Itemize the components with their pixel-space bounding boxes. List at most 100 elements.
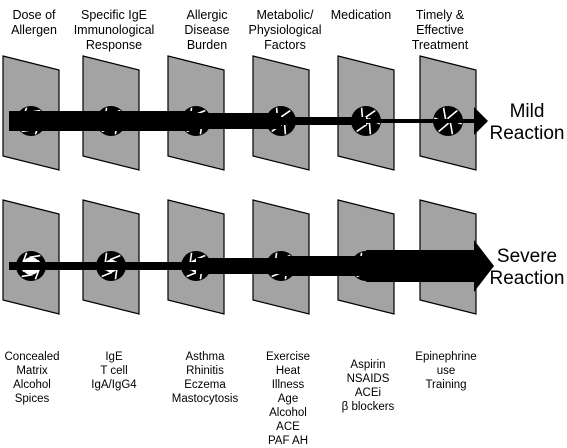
flow-bar bbox=[111, 262, 196, 270]
arrowhead-severe bbox=[474, 240, 494, 292]
flow-bar bbox=[366, 250, 448, 282]
flow-bar bbox=[111, 111, 196, 131]
stage-1-panel-severe bbox=[2, 199, 60, 315]
aperture-blade bbox=[21, 252, 28, 264]
stage-2-header-line: Specific IgE bbox=[80, 8, 147, 22]
mild-reaction-label: Mild Reaction bbox=[487, 101, 567, 145]
stage-6-factors: Epinephrine use Training bbox=[396, 350, 496, 392]
stage-6-header-line: Treatment bbox=[411, 38, 469, 52]
factor-item: ACEi bbox=[354, 387, 382, 400]
stage-4-header-line: Factors bbox=[264, 38, 306, 52]
flow-bar bbox=[366, 119, 448, 123]
aperture-blade bbox=[109, 254, 121, 261]
stage-2-header-line: Immunological bbox=[73, 23, 155, 37]
flow-bar bbox=[448, 119, 474, 123]
flow-segment-severe bbox=[196, 258, 281, 274]
stage-5-factors: Aspirin NSAIDS ACEi β blockers bbox=[318, 358, 418, 414]
aperture-blade bbox=[449, 121, 454, 135]
stage-2-factors: IgE T cell IgA/IgG4 bbox=[64, 350, 164, 392]
stage-6-panel-mild bbox=[419, 55, 477, 171]
factor-item: Mastocytosis bbox=[171, 393, 239, 406]
severe-reaction-label-line: Reaction bbox=[489, 267, 565, 289]
factor-item: Age bbox=[277, 393, 299, 406]
aperture-blade bbox=[114, 268, 118, 280]
factor-item: Concealed bbox=[4, 351, 60, 363]
aperture-blade bbox=[368, 122, 372, 135]
aperture-blade bbox=[279, 109, 291, 119]
stage-4-header-line: Metabolic/ bbox=[256, 8, 314, 22]
flow-arrows-layer bbox=[9, 107, 494, 292]
aperture-blade bbox=[364, 109, 376, 119]
stage-3-factors: Asthma Rhinitis Eczema Mastocytosis bbox=[155, 350, 255, 406]
aperture-blade bbox=[356, 123, 368, 133]
flow-segment-severe bbox=[111, 262, 196, 270]
flow-segment-severe bbox=[9, 262, 111, 270]
factor-item: use bbox=[436, 365, 456, 378]
factor-item: T cell bbox=[100, 365, 128, 378]
flow-segment-severe bbox=[366, 250, 448, 282]
severe-reaction-label: Severe Reaction bbox=[487, 246, 567, 290]
mild-reaction-label-line: Mild bbox=[509, 101, 545, 122]
factor-item: Spices bbox=[14, 393, 50, 406]
stage-3-header-line: Allergic bbox=[186, 8, 228, 22]
aperture-blade bbox=[101, 271, 113, 278]
flow-segment-severe bbox=[448, 250, 474, 282]
flow-bar bbox=[9, 262, 111, 270]
factor-item: β blockers bbox=[341, 401, 395, 414]
mild-reaction-label-line: Reaction bbox=[489, 122, 565, 144]
stage-1-factors: Concealed Matrix Alcohol Spices bbox=[0, 350, 82, 406]
factor-item: Eczema bbox=[184, 379, 226, 392]
flow-segment-severe bbox=[281, 256, 366, 276]
stage-5-panel-mild bbox=[337, 55, 395, 171]
factor-item: Aspirin bbox=[350, 359, 386, 371]
aperture-blade bbox=[186, 271, 198, 278]
arrowhead-mild bbox=[474, 107, 488, 135]
stage-1-header-line: Dose of bbox=[12, 8, 56, 22]
flow-bar bbox=[281, 117, 366, 125]
flow-segment-mild bbox=[281, 117, 366, 125]
factor-item: Alcohol bbox=[269, 407, 307, 420]
factor-item: NSAIDS bbox=[346, 373, 390, 386]
aperture-blade bbox=[447, 109, 458, 120]
stage-6-header-line: Effective bbox=[416, 23, 464, 37]
stage-1-header: Dose of Allergen bbox=[0, 8, 82, 38]
aperture-blade bbox=[21, 273, 33, 278]
stage-5-header: Medication bbox=[313, 8, 409, 23]
factor-item: Matrix bbox=[16, 365, 48, 378]
stage-3-header-line: Burden bbox=[186, 38, 228, 52]
stage-6-header-line: Timely & bbox=[415, 8, 465, 22]
stage-4-header-line: Physiological bbox=[248, 23, 322, 37]
stage-2-header-line: Response bbox=[85, 38, 143, 52]
flow-bar bbox=[196, 113, 281, 129]
factor-item: Heat bbox=[275, 365, 301, 378]
aperture-blade bbox=[438, 122, 449, 133]
aperture-blade bbox=[189, 252, 193, 264]
factor-item: Training bbox=[425, 379, 467, 392]
flow-bar bbox=[9, 111, 111, 131]
factor-item: Alcohol bbox=[13, 379, 51, 392]
aperture-blade bbox=[104, 252, 108, 264]
aperture-blade bbox=[34, 268, 41, 280]
stage-2-panel-severe bbox=[82, 199, 140, 315]
aperture-blade bbox=[29, 254, 41, 259]
flow-bar bbox=[448, 250, 474, 282]
factor-item: ACE bbox=[276, 421, 300, 434]
stage-3-header-line: Disease bbox=[184, 23, 230, 37]
stage-3-panel-severe bbox=[167, 199, 225, 315]
factor-item: Rhinitis bbox=[186, 365, 224, 378]
aperture-blade bbox=[442, 107, 447, 121]
flow-segment-mild bbox=[9, 111, 111, 131]
flow-segment-mild bbox=[196, 113, 281, 129]
factor-item: Illness bbox=[271, 379, 305, 392]
stage-3-header: Allergic Disease Burden bbox=[159, 8, 255, 53]
stage-6-header: Timely & Effective Treatment bbox=[392, 8, 488, 53]
factor-item: PAF AH bbox=[267, 435, 309, 448]
factor-item: Epinephrine bbox=[415, 351, 477, 363]
flow-segment-mild bbox=[111, 111, 196, 131]
severe-reaction-label-line: Severe bbox=[496, 246, 558, 267]
factor-item: IgA/IgG4 bbox=[91, 379, 137, 392]
stage-5-header-line: Medication bbox=[330, 8, 392, 22]
stage-1-header-line: Allergen bbox=[11, 23, 57, 37]
stage-4-header: Metabolic/ Physiological Factors bbox=[237, 8, 333, 53]
